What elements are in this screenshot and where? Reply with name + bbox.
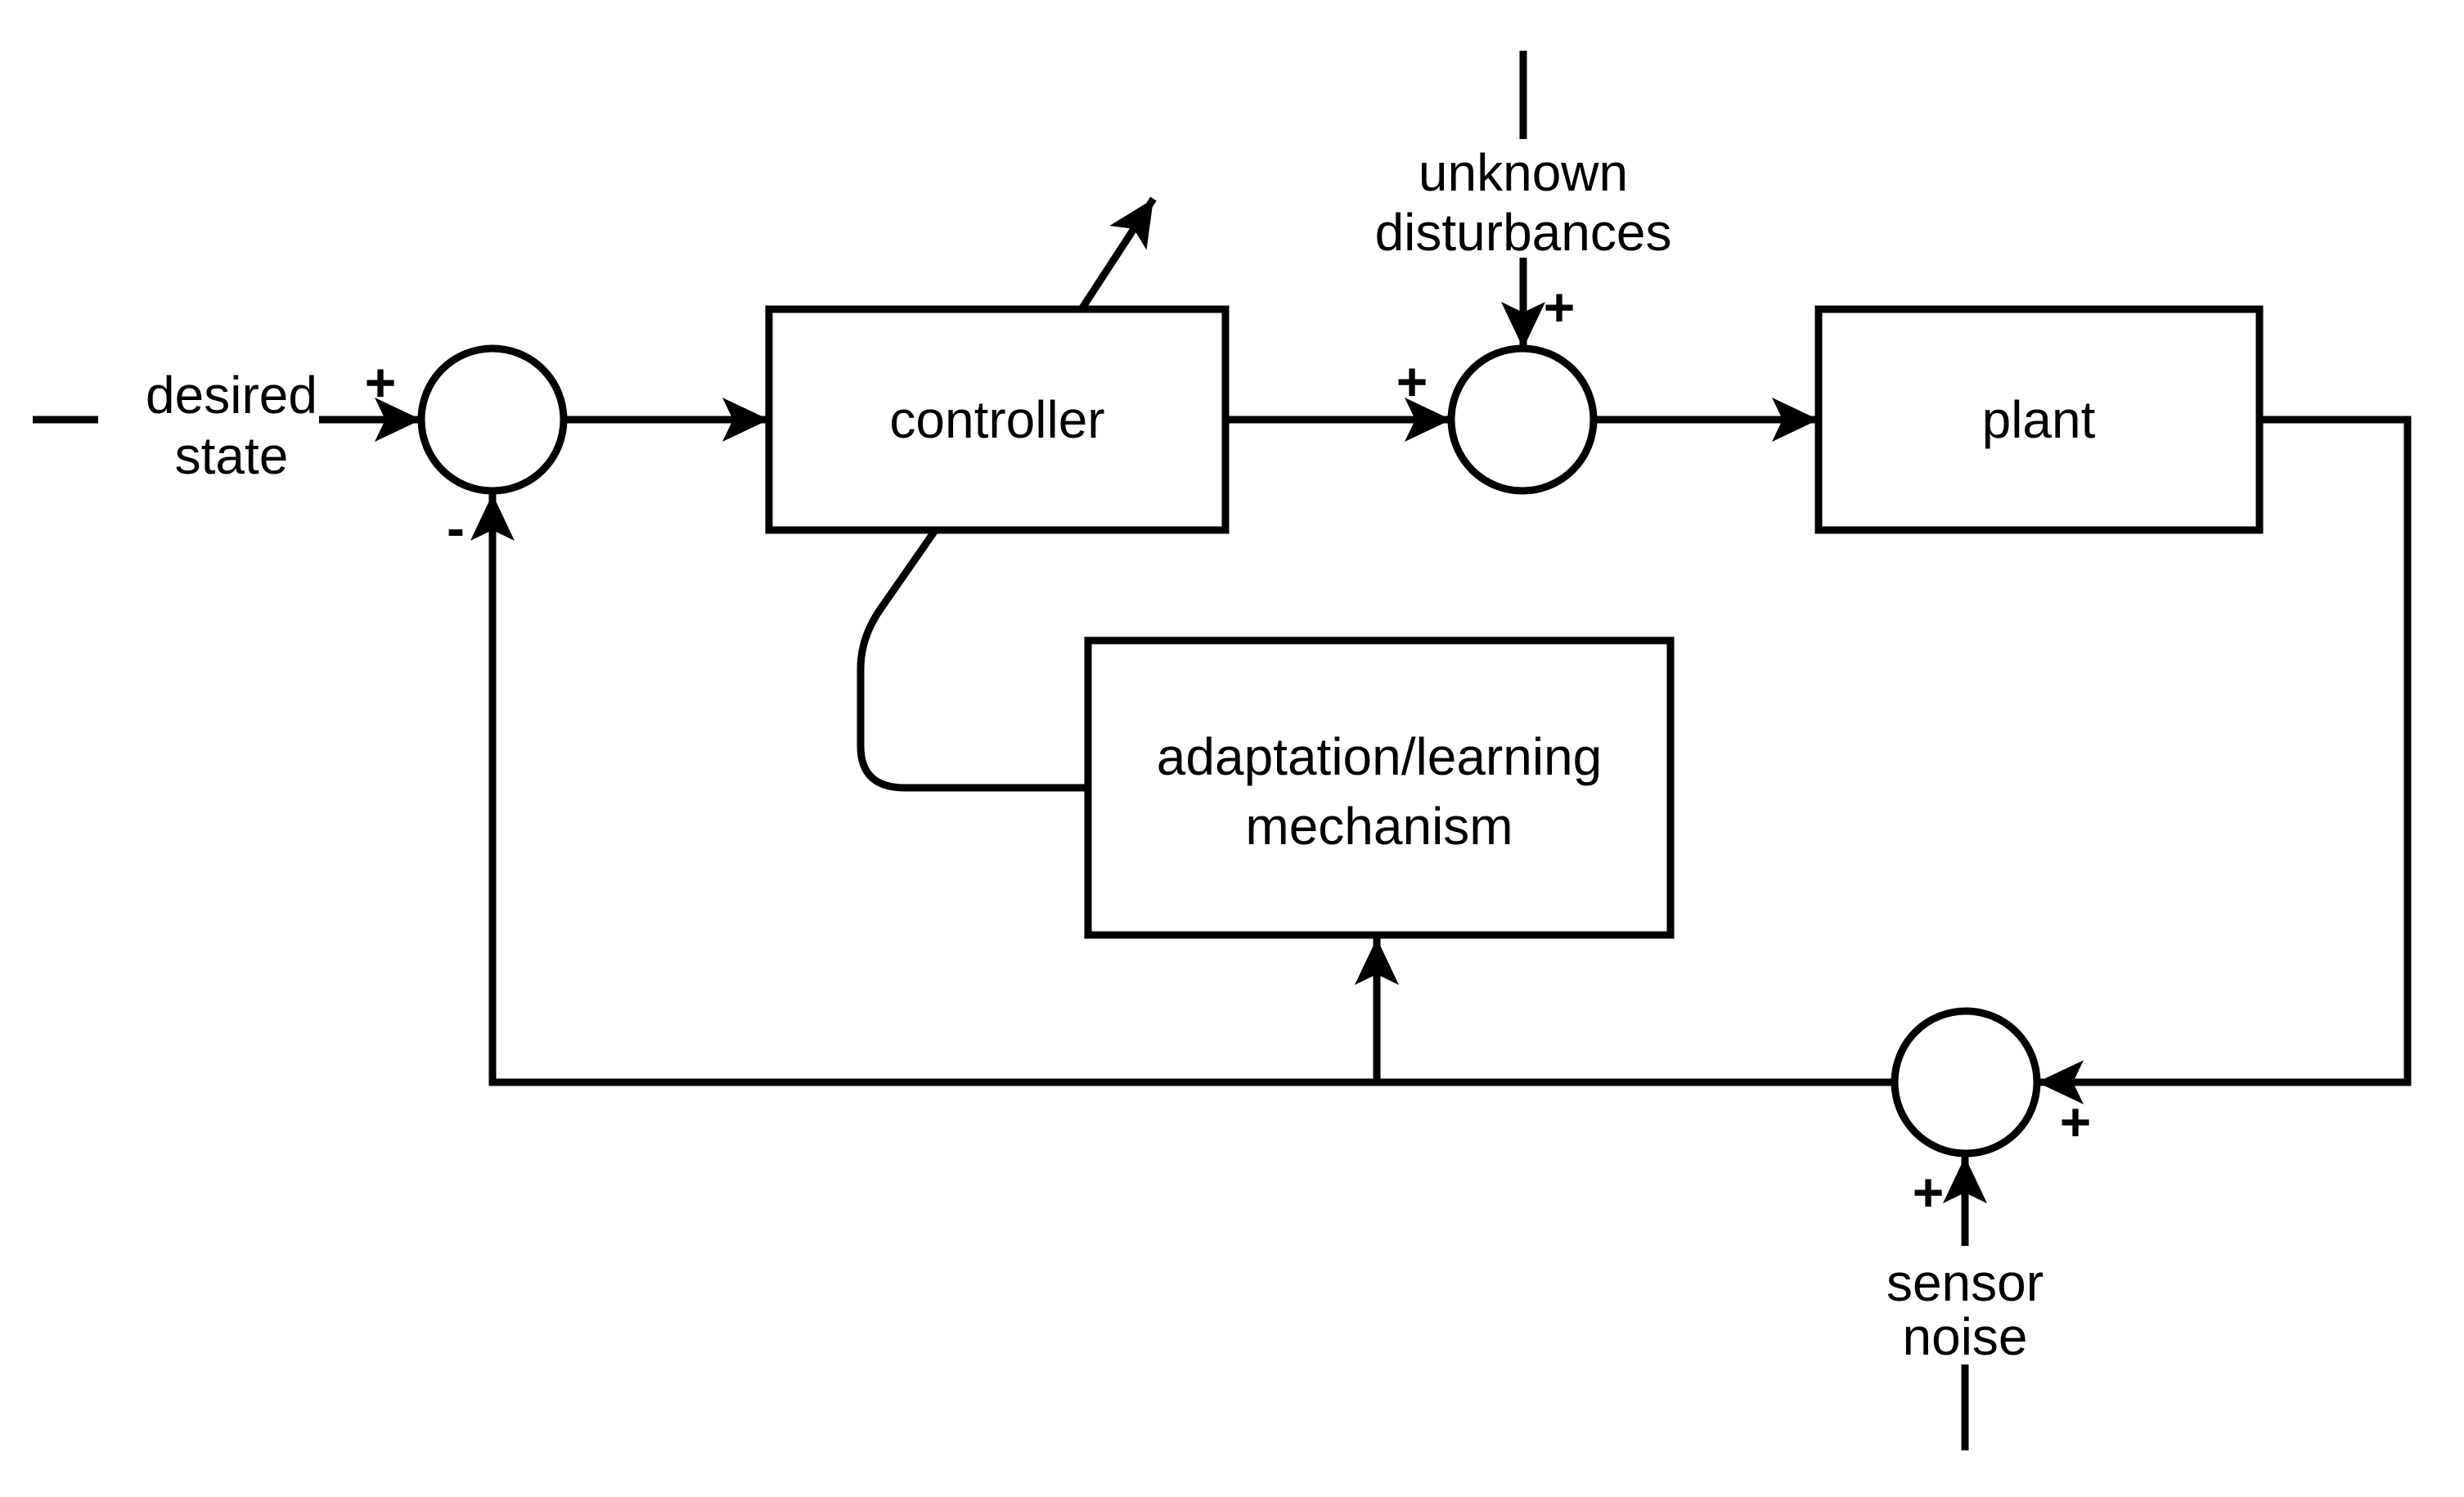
minus-sign-feedback-input: - <box>447 497 465 558</box>
unknown-disturbances-label-line1: unknown <box>1419 143 1628 202</box>
controller-parameter-arrow <box>1078 196 1157 312</box>
plant-box <box>1814 305 2264 534</box>
plant-label: plant <box>1982 390 2096 449</box>
sensor-noise-summing-junction <box>1891 1007 2041 1158</box>
desired-state-label-line2: state <box>175 426 289 485</box>
error-summing-junction <box>417 344 568 495</box>
feedback-to-error-junction-line <box>470 494 1895 1086</box>
desired-state-label-line1: desired <box>146 366 317 425</box>
disturbance-summing-junction <box>1447 344 1598 495</box>
adaptation-mechanism-box <box>1084 636 1675 939</box>
plus-sign-desired-input: + <box>365 352 397 412</box>
unknown-disturbances-label-line2: disturbances <box>1375 203 1672 262</box>
sensor-noise-label-line2: noise <box>1903 1307 2028 1366</box>
adaptation-label-line2: mechanism <box>1245 797 1513 856</box>
plus-sign-sensor-noise-input: + <box>1913 1162 1945 1222</box>
plus-sign-disturbance-input: + <box>1544 276 1576 337</box>
plus-sign-controller-output: + <box>1396 351 1428 411</box>
controller-box <box>765 305 1230 534</box>
adaptation-to-controller-curve <box>857 529 1088 792</box>
sensor-noise-label-line1: sensor <box>1886 1253 2044 1312</box>
plus-sign-plant-output-input: + <box>2060 1091 2092 1152</box>
adaptation-label-line1: adaptation/learning <box>1157 727 1602 786</box>
plant-output-feedback-line <box>2037 416 2412 1104</box>
controller-label: controller <box>889 390 1104 449</box>
